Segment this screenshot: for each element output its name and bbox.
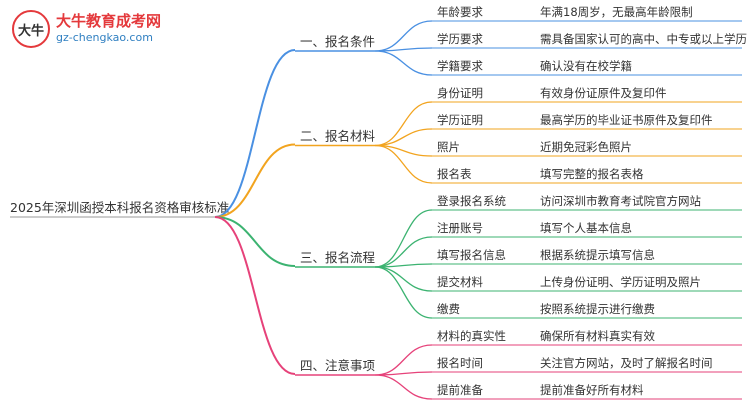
item-value: 提前准备好所有材料 xyxy=(540,383,644,397)
branch-to-item-connector xyxy=(374,101,433,147)
item-value: 访问深圳市教育考试院官方网站 xyxy=(540,194,701,208)
logo-url: gz-chengkao.com xyxy=(56,31,153,44)
item-key: 学历证明 xyxy=(437,113,483,127)
branch-to-item-connector xyxy=(374,266,433,292)
item-key: 照片 xyxy=(437,140,460,154)
item-key: 报名时间 xyxy=(437,356,483,370)
branch-to-item-connector xyxy=(374,374,433,400)
logo-title: 大牛教育成考网 xyxy=(56,12,162,30)
item-value: 确保所有材料真实有效 xyxy=(540,329,655,343)
item-key: 学历要求 xyxy=(437,32,483,46)
branch-to-item-connector xyxy=(374,236,433,268)
branch-label: 四、注意事项 xyxy=(300,358,375,373)
branch-to-item-connector xyxy=(374,266,433,319)
branch-to-item-connector xyxy=(374,128,433,147)
item-value: 根据系统提示填写信息 xyxy=(540,248,655,262)
branch-to-item-connector xyxy=(374,20,433,52)
item-key: 身份证明 xyxy=(437,86,483,100)
item-key: 填写报名信息 xyxy=(437,248,506,262)
root-to-branch-connector xyxy=(214,216,296,375)
branch-label: 二、报名材料 xyxy=(300,129,376,144)
item-value: 填写个人基本信息 xyxy=(540,221,632,235)
item-value: 确认没有在校学籍 xyxy=(540,59,632,73)
logo-badge-text: 大牛 xyxy=(17,24,44,39)
logo-badge-icon: 大牛 xyxy=(12,10,50,48)
item-key: 报名表 xyxy=(437,167,472,181)
item-value: 上传身份证明、学历证明及照片 xyxy=(540,275,701,289)
root-to-branch-connector xyxy=(214,49,296,218)
item-key: 缴费 xyxy=(437,302,460,316)
branch-to-item-connector xyxy=(374,344,433,376)
item-value: 最高学历的毕业证书原件及复印件 xyxy=(540,113,713,127)
item-key: 提前准备 xyxy=(437,383,483,397)
root-to-branch-connector xyxy=(214,216,296,267)
item-value: 填写完整的报名表格 xyxy=(540,167,644,181)
item-key: 注册账号 xyxy=(437,221,483,235)
item-value: 需具备国家认可的高中、中专或以上学历 xyxy=(540,32,747,46)
branch-label: 一、报名条件 xyxy=(300,34,375,49)
root-label: 2025年深圳函授本科报名资格审核标准 xyxy=(10,200,229,215)
branch-to-item-connector xyxy=(374,50,433,76)
item-value: 按照系统提示进行缴费 xyxy=(540,302,655,316)
root-to-branch-connector xyxy=(214,143,296,218)
item-key: 登录报名系统 xyxy=(437,194,506,208)
item-value: 有效身份证原件及复印件 xyxy=(540,86,667,100)
item-key: 年龄要求 xyxy=(437,5,483,19)
item-value: 年满18周岁，无最高年龄限制 xyxy=(540,5,693,19)
branch-label: 三、报名流程 xyxy=(300,250,376,265)
item-value: 关注官方网站，及时了解报名时间 xyxy=(540,356,713,370)
item-key: 材料的真实性 xyxy=(437,329,506,343)
item-value: 近期免冠彩色照片 xyxy=(540,140,632,154)
site-logo[interactable]: 大牛 大牛教育成考网 gz-chengkao.com xyxy=(8,6,188,48)
branch-to-item-connector xyxy=(374,209,433,268)
item-key: 学籍要求 xyxy=(437,59,483,73)
item-key: 提交材料 xyxy=(437,275,483,289)
branch-to-item-connector xyxy=(374,144,433,184)
